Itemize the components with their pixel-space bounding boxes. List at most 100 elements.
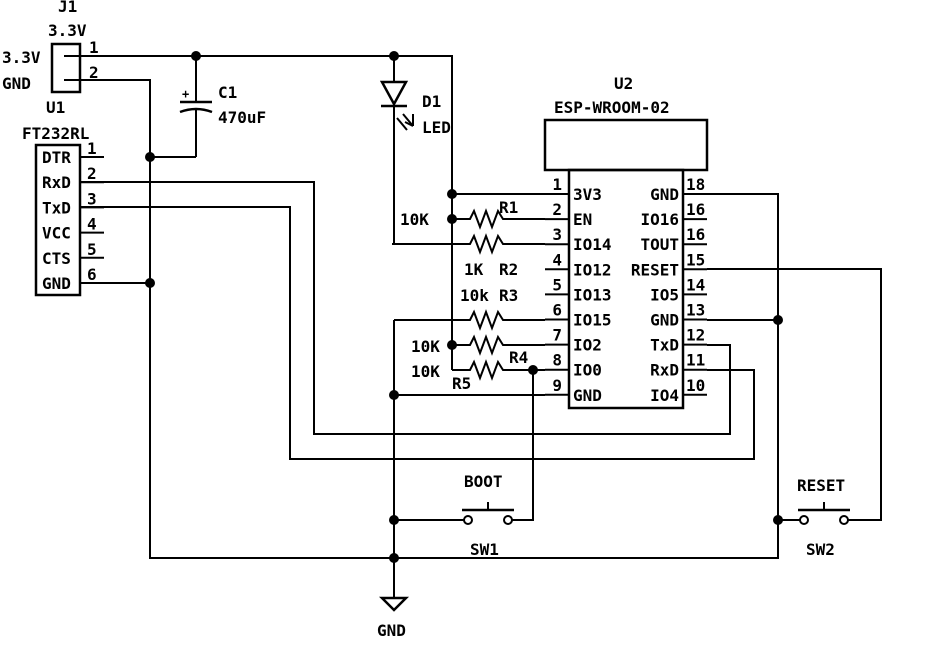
sw1-ref: SW1 (470, 540, 499, 559)
u2-left-pin-name: IO14 (573, 235, 612, 254)
u1-pin-number: 4 (87, 215, 97, 234)
u2-right-pin-number: 11 (686, 351, 705, 370)
u1-pin-name: CTS (42, 249, 71, 268)
sw2-ref: SW2 (806, 540, 835, 559)
r2-value: 1K (464, 260, 484, 279)
u2-right-pin-number: 14 (686, 275, 705, 294)
u2-value: ESP-WROOM-02 (554, 98, 670, 117)
j1-connector: J1 3.3V 1 2 3.3V GND (2, 0, 99, 94)
d1-value: LED (422, 118, 451, 137)
sw2-reset-switch: RESET SW2 (797, 476, 850, 559)
r3-body (394, 309, 545, 331)
u2-left-pin-name: GND (573, 386, 602, 405)
u2-right-pin-name: RxD (650, 361, 679, 380)
j1-pin2: 2 (89, 63, 99, 82)
j1-vcc-label: 3.3V (2, 48, 41, 67)
r1-ref: R1 (499, 198, 518, 217)
u2-right-pin-number: 16 (686, 225, 705, 244)
r2-body (392, 233, 545, 255)
r4-body (452, 334, 545, 356)
u1-pin-name: VCC (42, 224, 71, 243)
r4-value: 10K (411, 337, 440, 356)
r1-value: 10K (400, 210, 429, 229)
u2-antenna (543, 118, 709, 172)
u2-right-pin-number: 10 (686, 376, 705, 395)
u2-right-pin-name: IO16 (640, 210, 679, 229)
u2-left-pin-name: IO12 (573, 260, 612, 279)
j1-pin1: 1 (89, 38, 99, 57)
u1-pin-name: RxD (42, 173, 71, 192)
u2-left-pin-number: 7 (552, 326, 562, 345)
u1-ref: U1 (46, 98, 65, 117)
d1-led: D1 LED (379, 80, 451, 137)
u1-pin-number: 2 (87, 164, 97, 183)
r4-ref: R4 (509, 348, 528, 367)
u2-right-pins: 18GND16IO1616TOUT15RESET14IO513GND12TxD1… (631, 175, 707, 405)
u2-left-pin-number: 2 (552, 200, 562, 219)
u1-body (34, 143, 82, 297)
u2-left-pin-name: IO0 (573, 361, 602, 380)
j1-body (50, 42, 82, 94)
u2-ref: U2 (614, 74, 633, 93)
u2-left-pin-name: IO15 (573, 311, 612, 330)
u1-pin-number: 6 (87, 265, 97, 284)
u2-right-pin-number: 15 (686, 250, 705, 269)
u2-right-pin-name: RESET (631, 260, 679, 279)
u2-right-pin-number: 13 (686, 301, 705, 320)
j1-gnd-label: GND (2, 74, 31, 93)
u2-left-pin-number: 1 (552, 175, 562, 194)
u2-right-pin-name: IO4 (650, 386, 679, 405)
u2-right-pin-name: TOUT (640, 235, 679, 254)
u1-pin-number: 3 (87, 189, 97, 208)
j1-value: 3.3V (48, 21, 87, 40)
u2-left-pin-number: 9 (552, 376, 562, 395)
c1-value: 470uF (218, 108, 266, 127)
u1-pin-number: 5 (87, 240, 97, 259)
resistors: R1 10K R2 1K R3 10k R4 10K R5 10K (392, 198, 545, 393)
u2-right-pin-name: TxD (650, 336, 679, 355)
u2-right-pin-name: IO5 (650, 285, 679, 304)
u1-pin-name: TxD (42, 198, 71, 217)
c1-polarity: + (182, 87, 189, 101)
r3-value: 10k (460, 286, 489, 305)
gnd-symbol: GND (377, 596, 410, 640)
wires (80, 55, 882, 598)
r2-ref: R2 (499, 260, 518, 279)
c1-capacitor: + C1 470uF (179, 56, 266, 157)
sw1-boot-switch: BOOT SW1 (462, 472, 514, 559)
u2-left-pin-name: IO13 (573, 285, 612, 304)
junctions (145, 51, 783, 563)
u2-body (567, 168, 685, 410)
j1-ref: J1 (58, 0, 77, 16)
u2-left-pin-number: 8 (552, 351, 562, 370)
r3-ref: R3 (499, 286, 518, 305)
r5-ref: R5 (452, 374, 471, 393)
sw1-label: BOOT (464, 472, 503, 491)
u2-left-pin-name: EN (573, 210, 592, 229)
u1-pin-name: DTR (42, 148, 71, 167)
r5-body (452, 359, 545, 381)
u1-pin-number: 1 (87, 139, 97, 158)
u1-value: FT232RL (22, 124, 89, 143)
u1-pin-name: GND (42, 274, 71, 293)
u2-left-pin-name: 3V3 (573, 185, 602, 204)
u2-esp-wroom-02: U2 ESP-WROOM-02 13V32EN3IO144IO125IO136I… (543, 74, 709, 410)
u2-right-pin-name: GND (650, 185, 679, 204)
u2-right-pin-number: 12 (686, 326, 705, 345)
u2-right-pin-name: GND (650, 311, 679, 330)
d1-ref: D1 (422, 92, 441, 111)
u2-left-pin-number: 3 (552, 225, 562, 244)
c1-ref: C1 (218, 83, 237, 102)
u2-left-pin-number: 5 (552, 275, 562, 294)
u2-right-pin-number: 16 (686, 200, 705, 219)
u2-right-pin-number: 18 (686, 175, 705, 194)
u2-left-pin-number: 6 (552, 301, 562, 320)
r5-value: 10K (411, 362, 440, 381)
r1-body (452, 208, 545, 230)
sw2-label: RESET (797, 476, 845, 495)
u2-left-pin-number: 4 (552, 250, 562, 269)
